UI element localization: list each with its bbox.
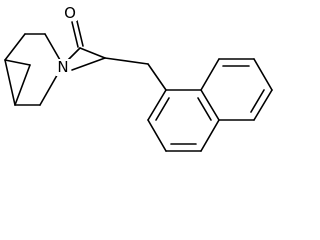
bond-carbonyl-double-1 — [71, 21, 79, 48]
molecule-structure: O N — [4, 4, 273, 152]
bond-naph-c2-c3 — [147, 119, 167, 152]
bond-cage-left-to-bottom — [4, 59, 16, 106]
nitrogen-label-bg — [56, 59, 71, 76]
bond-naph-inner-c6-c5 — [250, 89, 265, 113]
bond-naph-c4a-c8a — [200, 89, 220, 121]
bond-alpha-to-ch2 — [104, 57, 149, 65]
oxygen-atom-label: O — [64, 4, 76, 22]
bond-naph-inner-c4a-c8a — [197, 97, 212, 121]
oxygen-label-bg — [63, 4, 77, 21]
bond-carbonyl-double-2 — [76, 20, 84, 47]
bond-cage-upper-left — [44, 33, 61, 61]
bond-naph-c7-c6 — [253, 58, 273, 91]
bond-naph-c8a-c8 — [200, 58, 220, 91]
bond-cage-lower-left — [14, 64, 31, 106]
bond-n-to-alpha — [71, 57, 106, 71]
bond-naph-c4-c4a — [200, 119, 220, 152]
bond-ch2-to-naphthyl — [147, 63, 167, 91]
bond-cage-left-vertical — [4, 33, 26, 61]
bond-naph-inner-c1-c2 — [155, 97, 170, 121]
nitrogen-atom-label: N — [57, 58, 68, 76]
bond-naph-c1-c2 — [147, 89, 167, 121]
bond-carbonyl-to-alpha — [79, 47, 106, 59]
bond-naph-c6-c5 — [253, 89, 273, 121]
bond-cage-bridgehead-lower — [4, 59, 31, 66]
